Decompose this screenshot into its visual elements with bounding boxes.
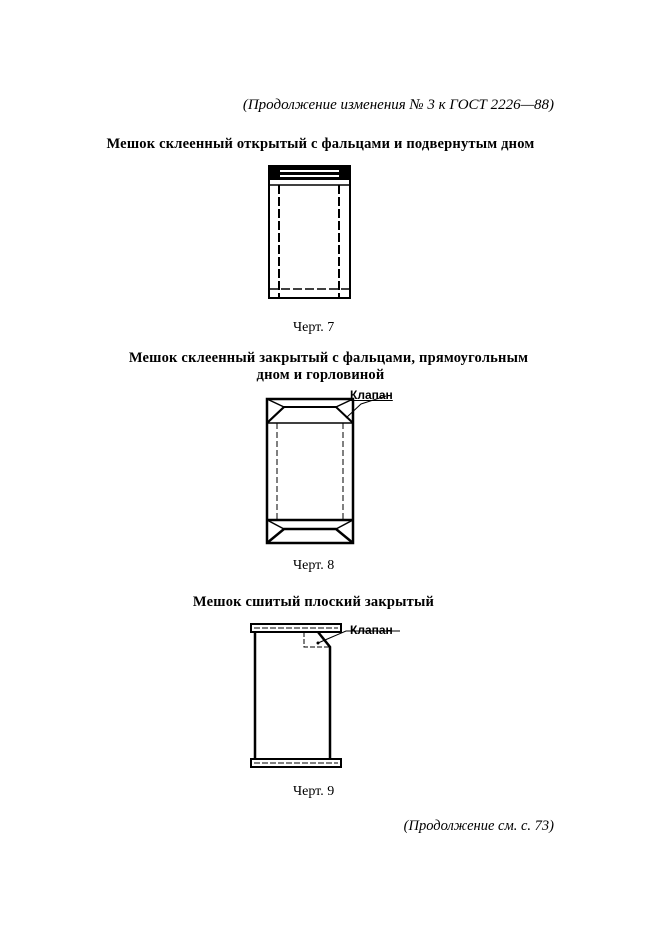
figure-7-title: Мешок склеенный открытый с фальцами и по…	[106, 136, 535, 152]
header-continuation-note: (Продолжение изменения № 3 к ГОСТ 2226—8…	[242, 97, 554, 113]
figure-9-drawing	[250, 623, 400, 768]
figure-7-caption: Черт. 7	[293, 320, 335, 335]
figure-8-valve-callout: Клапан	[350, 388, 393, 402]
figure-7-drawing	[268, 165, 351, 299]
figure-9-valve-callout: Клапан	[350, 623, 393, 637]
figure-8-title-line1: Мешок склеенный закрытый с фальцами, пря…	[128, 350, 529, 366]
figure-8-caption: Черт. 8	[293, 558, 335, 573]
figure-9-title: Мешок сшитый плоский закрытый	[192, 594, 435, 610]
figure-9-caption: Черт. 9	[293, 784, 335, 799]
figure-8-drawing	[265, 395, 387, 545]
footer-continuation-note: (Продолжение см. с. 73)	[403, 818, 554, 834]
figure-8-title-line2: дном и горловиной	[256, 367, 385, 383]
